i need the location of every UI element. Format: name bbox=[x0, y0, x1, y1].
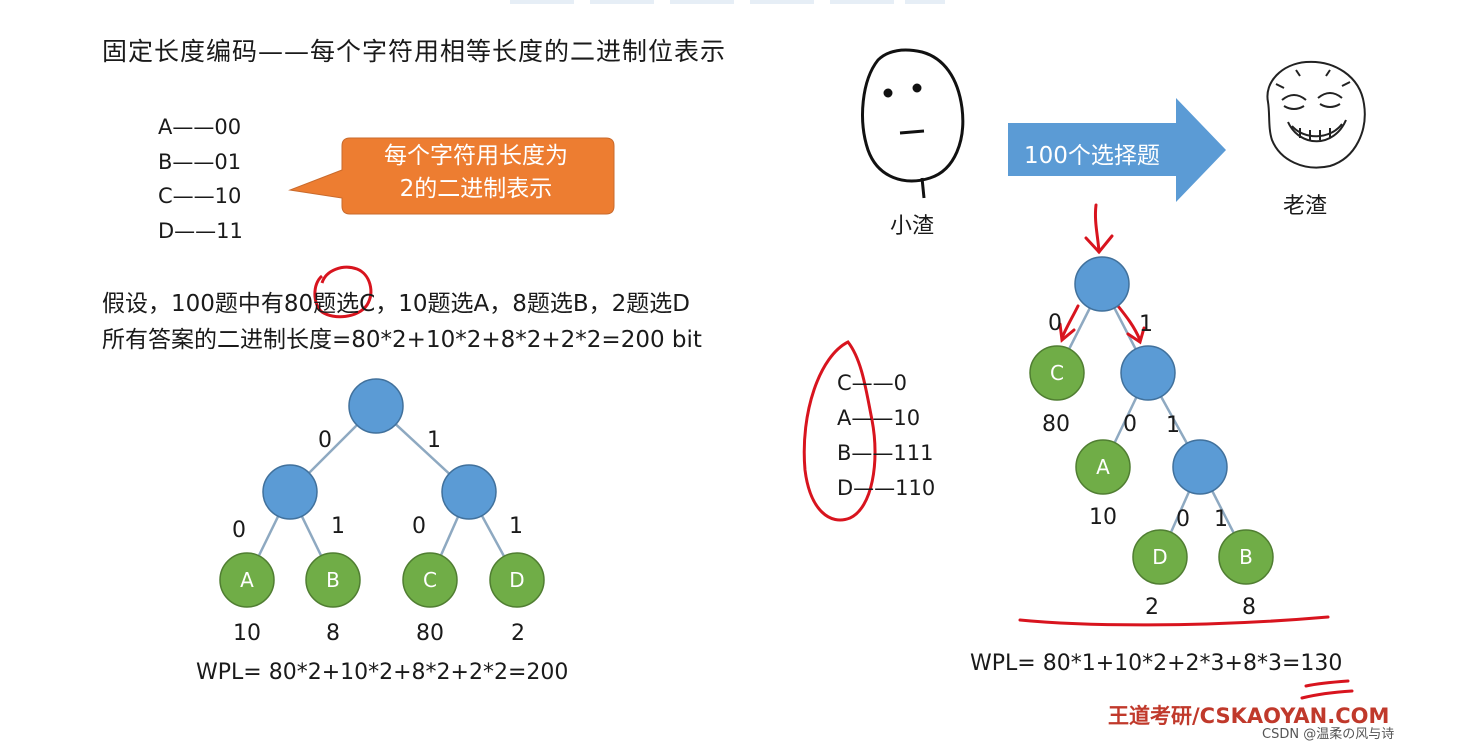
code-item: D——110 bbox=[837, 476, 936, 500]
variable-code-list: C——0 A——10 B——111 D——110 bbox=[837, 366, 935, 506]
right-edge-label: 0 bbox=[1048, 311, 1062, 336]
left-node-1 bbox=[441, 464, 497, 520]
right-edge-label: 1 bbox=[1166, 413, 1180, 438]
right-tree-leaves bbox=[1029, 345, 1274, 585]
left-node-0 bbox=[262, 464, 318, 520]
left-leaf-b bbox=[305, 552, 361, 608]
right-root-node bbox=[1074, 256, 1130, 312]
left-tree-leaves bbox=[219, 552, 545, 608]
right-leaf-b-letter: B bbox=[1239, 545, 1253, 569]
arrow-label: 100个选择题 bbox=[1024, 143, 1160, 169]
total-length-text: 所有答案的二进制长度=80*2+10*2+8*2+2*2=200 bit bbox=[102, 327, 702, 353]
right-leaf-a bbox=[1075, 439, 1131, 495]
left-weight-a: 10 bbox=[233, 621, 261, 646]
right-tree-weights: 80 10 2 8 bbox=[1042, 412, 1256, 620]
callout-line: 每个字符用长度为 bbox=[384, 143, 568, 169]
right-leaf-a-letter: A bbox=[1096, 455, 1110, 479]
code-item: B——01 bbox=[158, 149, 242, 174]
right-tree-internal-nodes bbox=[1074, 256, 1228, 495]
right-leaf-c bbox=[1029, 345, 1085, 401]
left-leaf-b-letter: B bbox=[326, 568, 340, 592]
fixed-code-list: A——00 B——01 C——10 D——11 bbox=[158, 110, 243, 248]
left-leaf-a bbox=[219, 552, 275, 608]
left-edge-label: 0 bbox=[232, 518, 246, 543]
right-weight-b: 8 bbox=[1242, 595, 1256, 620]
arrow-shape bbox=[1008, 98, 1226, 202]
code-item: C——0 bbox=[837, 371, 908, 395]
right-leaf-c-letter: C bbox=[1050, 361, 1064, 385]
right-node-1 bbox=[1120, 345, 1176, 401]
left-root-node bbox=[348, 378, 404, 434]
callout-bubble bbox=[288, 137, 615, 215]
handwritten-arrows bbox=[1058, 203, 1146, 345]
left-weight-c: 80 bbox=[416, 621, 444, 646]
left-weight-b: 8 bbox=[326, 621, 340, 646]
left-tree-leaf-letters: A B C D bbox=[240, 568, 525, 592]
code-item: A——10 bbox=[837, 406, 921, 430]
left-weight-d: 2 bbox=[511, 621, 525, 646]
callout-text: 每个字符用长度为 2的二进制表示 bbox=[342, 140, 610, 206]
handwritten-loop bbox=[802, 340, 877, 522]
left-edge-label: 1 bbox=[427, 428, 441, 453]
right-leaf-d-letter: D bbox=[1152, 545, 1167, 569]
top-tab-marks bbox=[510, 0, 945, 4]
right-weight-a: 10 bbox=[1089, 505, 1117, 530]
right-weight-c: 80 bbox=[1042, 412, 1070, 437]
right-leaf-b bbox=[1218, 529, 1274, 585]
left-leaf-d-letter: D bbox=[509, 568, 524, 592]
right-weight-d: 2 bbox=[1145, 595, 1159, 620]
left-edge-label: 0 bbox=[318, 428, 332, 453]
person-left-label: 小渣 bbox=[890, 214, 935, 239]
code-item: D——11 bbox=[158, 218, 243, 243]
left-tree-edge-labels: 0 1 0 1 0 1 bbox=[232, 428, 523, 543]
code-item: B——111 bbox=[837, 441, 934, 465]
left-wpl: WPL= 80*2+10*2+8*2+2*2=200 bbox=[196, 660, 569, 685]
brand-watermark: 王道考研/CSKAOYAN.COM bbox=[1108, 704, 1390, 728]
left-edge-label: 1 bbox=[331, 514, 345, 539]
page-title: 固定长度编码——每个字符用相等长度的二进制位表示 bbox=[102, 37, 727, 66]
left-leaf-c bbox=[402, 552, 458, 608]
troll-smile-face-icon bbox=[1266, 60, 1366, 169]
assumption-text: 假设，100题中有80题选C，10题选A，8题选B，2题选D bbox=[102, 291, 690, 317]
code-item: C——10 bbox=[158, 184, 242, 208]
left-leaf-d bbox=[489, 552, 545, 608]
poker-face-icon bbox=[861, 48, 965, 199]
right-leaf-d bbox=[1132, 529, 1188, 585]
handwritten-circle-80 bbox=[313, 265, 373, 319]
left-leaf-c-letter: C bbox=[423, 568, 437, 592]
left-tree-internal-nodes bbox=[262, 378, 497, 520]
handwritten-underline-130 bbox=[1300, 679, 1354, 700]
csdn-watermark: CSDN @温柔の风与诗 bbox=[1262, 727, 1395, 742]
left-edge-label: 0 bbox=[412, 514, 426, 539]
right-tree-edge-labels: 0 1 0 1 0 1 bbox=[1048, 311, 1228, 532]
code-item: A——00 bbox=[158, 115, 242, 139]
person-right-label: 老渣 bbox=[1283, 194, 1328, 219]
right-edge-label: 1 bbox=[1214, 507, 1228, 532]
right-edge-label: 0 bbox=[1176, 507, 1190, 532]
right-node-11 bbox=[1172, 439, 1228, 495]
right-edge-label: 0 bbox=[1123, 412, 1137, 437]
right-edge-label: 1 bbox=[1139, 312, 1153, 337]
left-leaf-a-letter: A bbox=[240, 568, 254, 592]
handwritten-underline bbox=[1018, 615, 1330, 627]
right-wpl: WPL= 80*1+10*2+2*3+8*3=130 bbox=[970, 651, 1343, 676]
callout-line: 2的二进制表示 bbox=[399, 176, 553, 202]
left-tree-weights: 10 8 80 2 bbox=[233, 621, 525, 646]
right-tree-leaf-letters: C A D B bbox=[1050, 361, 1253, 569]
left-edge-label: 1 bbox=[509, 514, 523, 539]
